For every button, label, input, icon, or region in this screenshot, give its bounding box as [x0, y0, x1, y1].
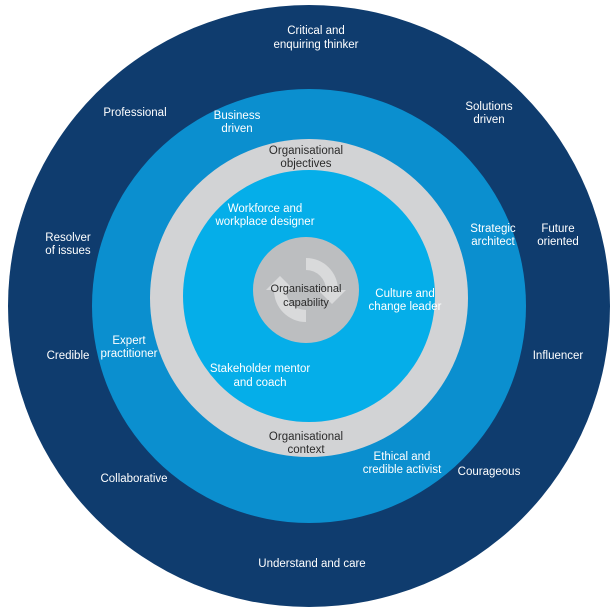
center-label-line2: capability — [283, 297, 329, 309]
resolver-line2: of issues — [45, 245, 91, 257]
grey-bottom-line1: Organisational — [269, 431, 343, 443]
culture-line1: Culture and — [375, 288, 434, 300]
courageous-label: Courageous — [458, 466, 521, 478]
ethical-line2: credible activist — [363, 464, 442, 476]
strategic-line1: Strategic — [470, 223, 516, 235]
culture-line2: change leader — [369, 301, 442, 313]
grey-top-line1: Organisational — [269, 145, 343, 157]
grey-bottom-line2: context — [287, 444, 325, 456]
svg-text:Organisational: Organisational — [271, 283, 342, 295]
grey-top-line2: objectives — [280, 158, 331, 170]
circular-arrows-icon — [266, 258, 346, 322]
expert-line1: Expert — [112, 335, 146, 347]
workforce-line1: Workforce and — [228, 203, 303, 215]
future-line2: oriented — [537, 236, 579, 248]
solutions-line2: driven — [473, 114, 504, 126]
svg-text:capability: capability — [283, 297, 329, 309]
understand-label: Understand and care — [258, 558, 365, 570]
stakeholder-line2: and coach — [233, 377, 286, 389]
business-line2: driven — [221, 123, 252, 135]
collaborative-label: Collaborative — [100, 473, 167, 485]
credible-label: Credible — [47, 350, 90, 362]
future-line1: Future — [541, 223, 574, 235]
business-line1: Business — [214, 110, 261, 122]
solutions-line1: Solutions — [465, 101, 513, 113]
critical-line2: enquiring thinker — [273, 39, 358, 51]
strategic-line2: architect — [471, 236, 515, 248]
workforce-line2: workplace designer — [214, 216, 314, 228]
center-disc — [253, 237, 359, 343]
influencer-label: Influencer — [533, 350, 584, 362]
professional-label: Professional — [103, 107, 166, 119]
ethical-line1: Ethical and — [374, 451, 431, 463]
resolver-line1: Resolver — [45, 232, 91, 244]
critical-line1: Critical and — [287, 25, 345, 37]
stakeholder-line1: Stakeholder mentor — [210, 363, 311, 375]
expert-line2: practitioner — [101, 348, 158, 360]
center-label-line1: Organisational — [271, 283, 342, 295]
